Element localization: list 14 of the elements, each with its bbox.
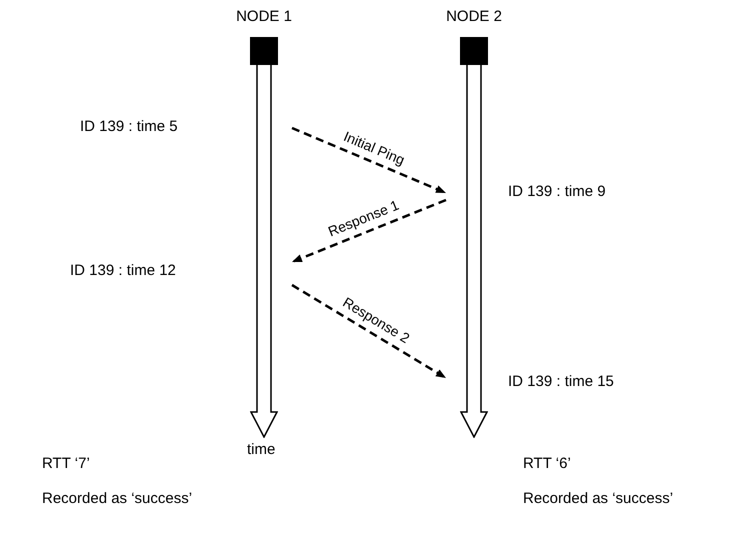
dashed-arrow	[291, 284, 447, 380]
node-label: NODE 2	[446, 8, 502, 25]
timestamp-text: ID 139 : time 5	[80, 118, 178, 135]
timestamp-text: ID 139 : time 15	[508, 373, 614, 390]
timestamp-text: ID 139 : time 9	[508, 183, 606, 200]
timestamp-text: RTT ‘7’	[42, 455, 90, 472]
timestamp-text: ID 139 : time 12	[70, 262, 176, 279]
timestamp-text: Recorded as ‘success’	[42, 490, 192, 507]
dashed-arrow	[292, 126, 446, 194]
timestamp-text: RTT ‘6’	[523, 455, 571, 472]
timestamp-text: Recorded as ‘success’	[523, 490, 674, 507]
dashed-arrow	[292, 198, 446, 264]
node-label: NODE 1	[236, 8, 292, 25]
axis-label: time	[247, 441, 276, 458]
